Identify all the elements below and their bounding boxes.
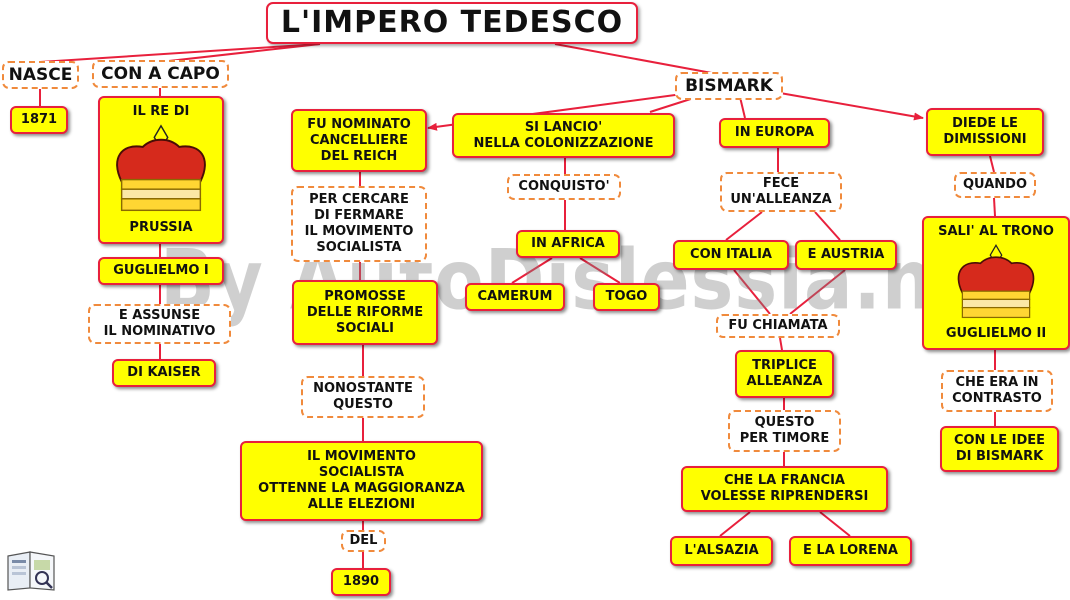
book-logo-icon [7,551,55,591]
crown-icon [957,244,1035,319]
node-bismark: BISMARK [675,72,783,100]
node-sali-al-trono: SALI' AL TRONO GUGLIELMO II [922,216,1070,350]
node-contrasto: CHE ERA IN CONTRASTO [941,370,1053,412]
node-nonostante: NONOSTANTE QUESTO [301,376,425,418]
node-italia: CON ITALIA [673,240,789,270]
node-idee: CON LE IDEE DI BISMARK [940,426,1059,472]
guglielmo-ii-label: GUGLIELMO II [945,326,1047,341]
node-kaiser: DI KAISER [112,359,216,387]
node-togo: TOGO [593,283,660,311]
node-alsazia: L'ALSAZIA [670,536,773,566]
re-di-label: IL RE DI [132,104,190,119]
node-lorena: E LA LORENA [789,536,912,566]
node-year-1871: 1871 [10,106,68,134]
node-per-cercare: PER CERCARE DI FERMARE IL MOVIMENTO SOCI… [291,186,427,262]
map-title: L'IMPERO TEDESCO [266,2,638,44]
node-assunse: E ASSUNSE IL NOMINATIVO [88,304,231,344]
prussia-label: PRUSSIA [129,220,193,235]
node-europa: IN EUROPA [719,118,830,148]
node-timore: QUESTO PER TIMORE [728,410,841,452]
sali-label: SALI' AL TRONO [938,224,1054,239]
node-year-1890: 1890 [331,568,391,596]
node-dimissioni: DIEDE LE DIMISSIONI [926,108,1044,156]
node-triplice: TRIPLICE ALLEANZA [735,350,834,398]
node-camerum: CAMERUM [465,283,565,311]
node-promosse: PROMOSSE DELLE RIFORME SOCIALI [292,280,438,345]
node-conquisto: CONQUISTO' [507,174,621,200]
node-francia: CHE LA FRANCIA VOLESSE RIPRENDERSI [681,466,888,512]
node-nominato: FU NOMINATO CANCELLIERE DEL REICH [291,109,427,172]
node-africa: IN AFRICA [516,230,620,258]
node-re-di-prussia: IL RE DI PRUSSIA [98,96,224,244]
node-alleanza: FECE UN'ALLEANZA [720,172,842,212]
node-del: DEL [341,530,386,552]
node-quando: QUANDO [954,172,1036,198]
node-nasce: NASCE [2,61,79,89]
node-chiamata: FU CHIAMATA [716,314,840,338]
node-movimento: IL MOVIMENTO SOCIALISTA OTTENNE LA MAGGI… [240,441,483,521]
node-austria: E AUSTRIA [795,240,897,270]
node-colonizzazione: SI LANCIO' NELLA COLONIZZAZIONE [452,113,675,158]
node-con-a-capo: CON A CAPO [92,60,229,88]
crown-icon [116,124,206,212]
node-guglielmo-i: GUGLIELMO I [98,257,224,285]
